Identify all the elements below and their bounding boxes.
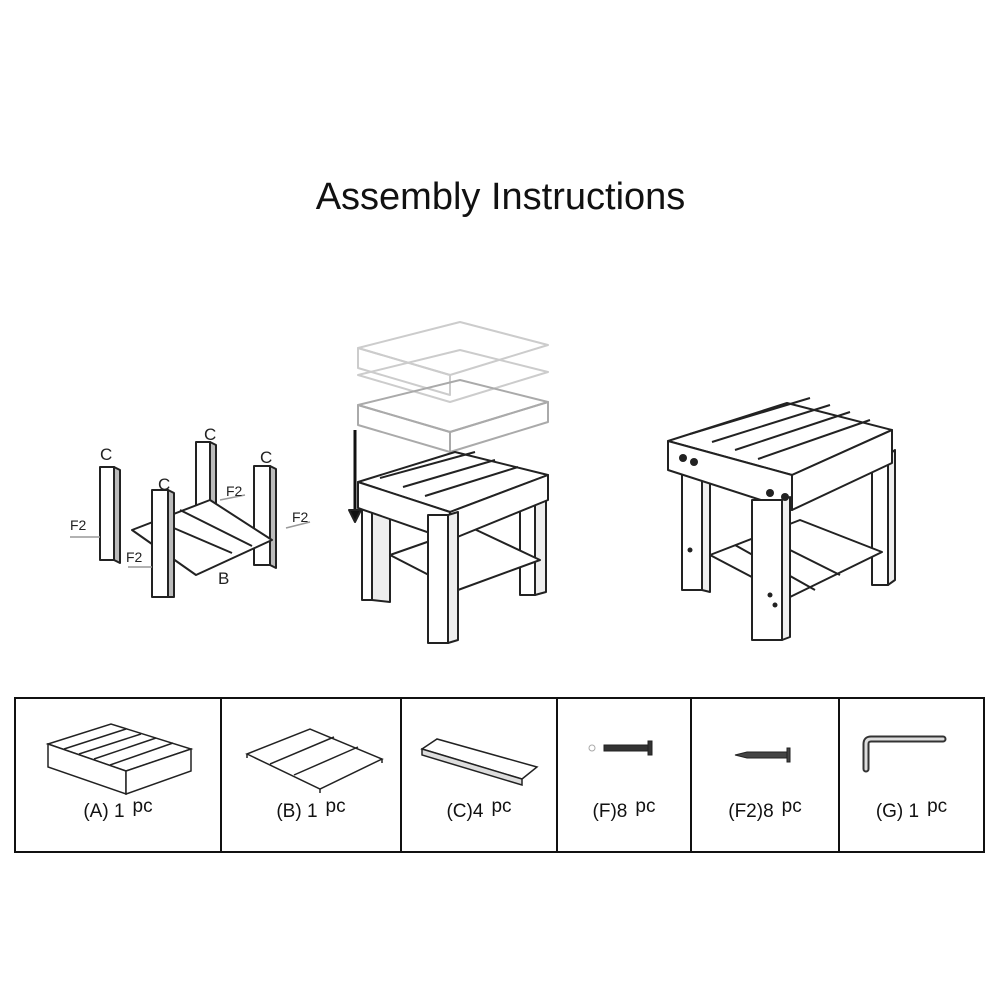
label-screw-f2: F2 xyxy=(292,509,309,525)
label-screw-f2: F2 xyxy=(126,549,143,565)
label-leg-c: C xyxy=(204,425,216,444)
leg-board-icon xyxy=(420,738,539,787)
label-leg-c: C xyxy=(100,445,112,464)
label-leg-c: C xyxy=(260,448,272,467)
page-title: Assembly Instructions xyxy=(315,176,686,218)
assembly-steps: C C C C F2 F2 F2 F2 B xyxy=(70,321,896,644)
allen-key-icon xyxy=(862,735,947,773)
part-id: (A) xyxy=(83,801,109,822)
part-qty: 1 xyxy=(113,801,125,822)
seat-top-icon xyxy=(45,723,194,796)
label-leg-c: C xyxy=(158,475,170,494)
step1-labels: C C C C F2 F2 F2 F2 B xyxy=(70,425,309,588)
step2-illustration xyxy=(348,321,549,644)
label-screw-f2: F2 xyxy=(226,483,243,499)
part-a: (A) 1 pc xyxy=(16,699,222,851)
part-unit: pc xyxy=(132,796,153,817)
bolt-icon xyxy=(588,740,653,756)
label-shelf-b: B xyxy=(218,569,229,588)
shelf-board-icon xyxy=(245,728,384,793)
wood-screw-icon xyxy=(734,747,791,763)
step1-illustration xyxy=(99,441,277,598)
step3-illustration xyxy=(667,397,896,641)
label-screw-f2: F2 xyxy=(70,517,87,533)
